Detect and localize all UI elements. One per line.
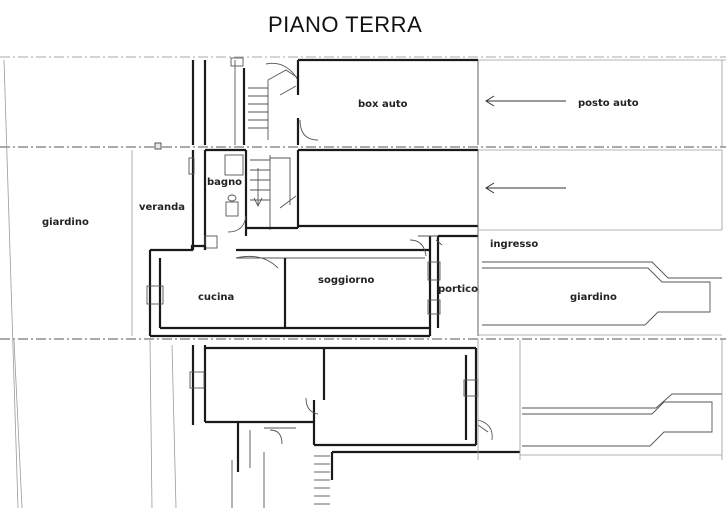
right-garden-outline (478, 229, 722, 336)
garage-middle (296, 148, 723, 230)
upper-stair-column (191, 57, 319, 145)
label-cucina: cucina (198, 292, 234, 303)
column-marker (154, 142, 162, 150)
arrow-upper (485, 95, 566, 107)
plan-title: PIANO TERRA (268, 12, 422, 37)
lower-right-unit (477, 339, 723, 460)
label-veranda: veranda (139, 202, 185, 213)
garage-upper (296, 58, 726, 147)
property-lines (0, 56, 726, 340)
label-posto-auto: posto auto (578, 98, 639, 109)
bagno-block (188, 148, 298, 250)
label-ingresso: ingresso (490, 239, 538, 250)
label-giardino-left: giardino (42, 217, 89, 228)
label-soggiorno: soggiorno (318, 275, 374, 286)
label-box-auto: box auto (358, 99, 408, 110)
left-boundary (3, 59, 177, 508)
lower-unit (189, 345, 520, 508)
washbasin (204, 235, 218, 249)
label-portico: portico (438, 284, 478, 295)
label-giardino-right: giardino (570, 292, 617, 303)
living-block (146, 228, 479, 338)
label-bagno: bagno (207, 177, 242, 188)
